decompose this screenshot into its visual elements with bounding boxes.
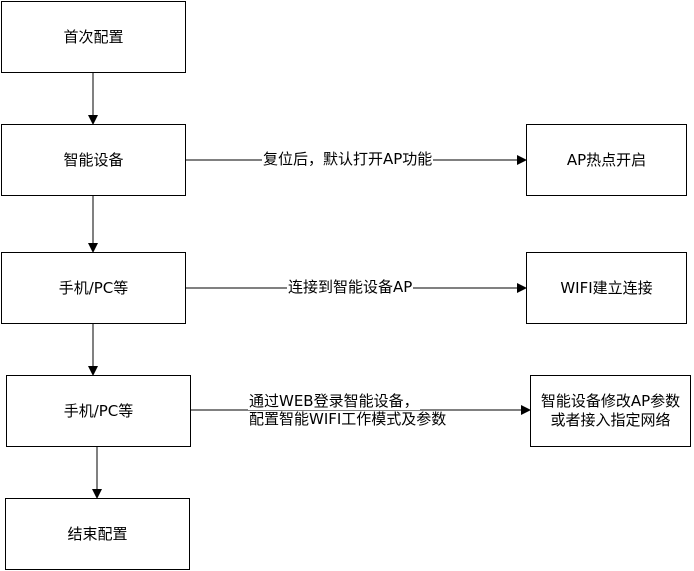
edge-label-connect-device-ap: 连接到智能设备AP — [287, 278, 414, 296]
node-phone-pc-2: 手机/PC等 — [6, 375, 191, 447]
node-ap-hotspot-on: AP热点开启 — [526, 124, 687, 196]
edge-label-web-login-line2: 配置智能WIFI工作模式及参数 — [248, 410, 448, 428]
node-device-modify-line1: 智能设备修改AP参数 — [540, 392, 681, 410]
node-end-config: 结束配置 — [5, 498, 190, 570]
node-wifi-connect-label: WIFI建立连接 — [560, 278, 653, 297]
node-phone-pc-1: 手机/PC等 — [1, 252, 186, 324]
node-first-config-label: 首次配置 — [63, 27, 124, 46]
node-ap-hotspot-on-label: AP热点开启 — [566, 150, 647, 169]
edge-label-web-login-line1: 通过WEB登录智能设备， — [248, 392, 420, 410]
node-first-config: 首次配置 — [1, 1, 186, 73]
node-end-config-label: 结束配置 — [67, 524, 128, 543]
node-smart-device: 智能设备 — [1, 124, 186, 196]
edge-label-reset-default-ap: 复位后，默认打开AP功能 — [262, 150, 434, 168]
node-device-modify: 智能设备修改AP参数 或者接入指定网络 — [530, 375, 691, 447]
node-phone-pc-2-label: 手机/PC等 — [63, 401, 134, 420]
node-phone-pc-1-label: 手机/PC等 — [58, 278, 129, 297]
node-smart-device-label: 智能设备 — [63, 150, 124, 169]
node-wifi-connect: WIFI建立连接 — [526, 252, 687, 324]
node-device-modify-line2: 或者接入指定网络 — [550, 411, 671, 429]
